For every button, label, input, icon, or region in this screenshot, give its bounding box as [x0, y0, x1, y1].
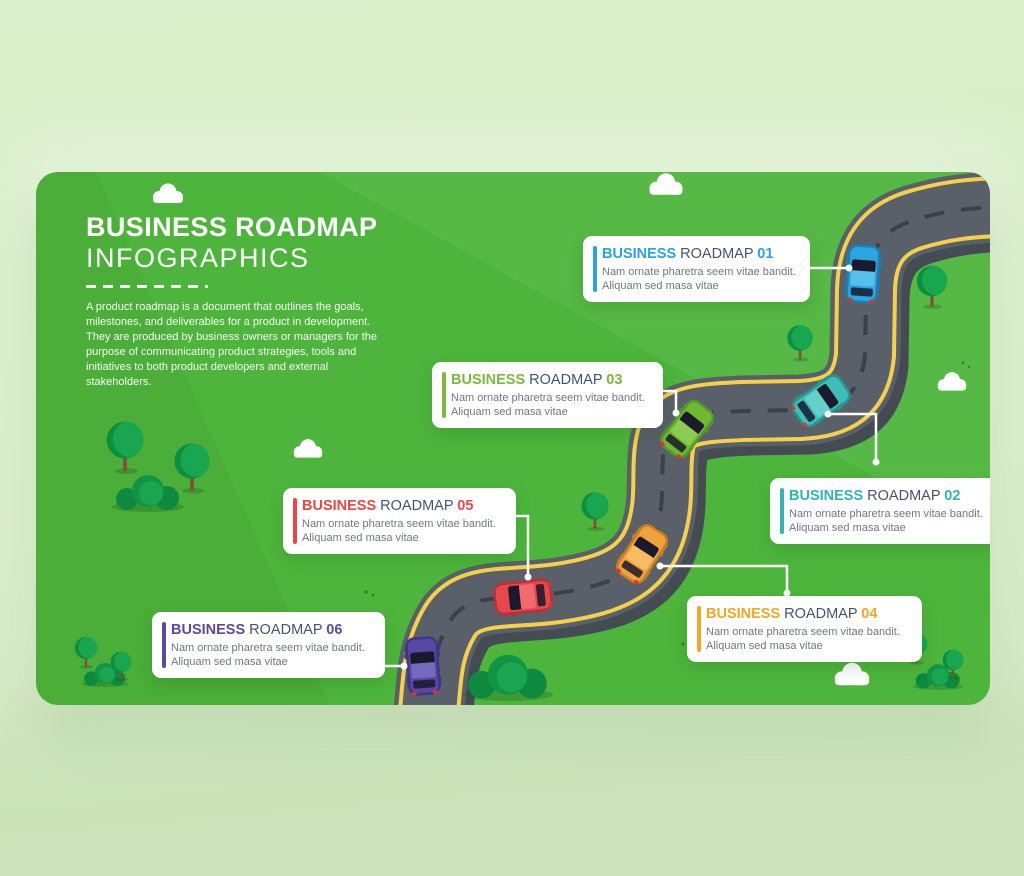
milestone-body: Nam ornate pharetra seem vitae bandit. A… [171, 642, 365, 668]
accent-bar [293, 498, 297, 544]
page-description: A product roadmap is a document that out… [86, 301, 378, 388]
accent-bar [593, 246, 597, 292]
milestone-brand: BUSINESS [171, 622, 246, 638]
milestone-body: Nam ornate pharetra seem vitae bandit. A… [602, 266, 796, 292]
milestone-card-06: BUSINESS ROADMAP 06 Nam ornate pharetra … [152, 612, 385, 678]
cars-layer [404, 244, 882, 696]
milestone-card-01: BUSINESS ROADMAP 01 Nam ornate pharetra … [583, 236, 810, 302]
milestone-card-05: BUSINESS ROADMAP 05 Nam ornate pharetra … [283, 488, 516, 554]
milestone-label: ROADMAP [867, 488, 941, 504]
milestone-brand: BUSINESS [706, 606, 781, 622]
milestone-title: BUSINESS ROADMAP 04 [706, 605, 910, 623]
milestone-number: 05 [457, 498, 474, 514]
milestone-number: 03 [606, 372, 623, 388]
accent-bar [442, 372, 446, 418]
car-milestone-01-blue-icon [844, 244, 882, 304]
milestone-brand: BUSINESS [602, 246, 677, 262]
car-milestone-03-green-icon [659, 399, 715, 459]
tree-icon [581, 492, 613, 532]
milestone-label: ROADMAP [784, 606, 858, 622]
car-milestone-04-orange-icon [615, 524, 669, 585]
milestone-body: Nam ornate pharetra seem vitae bandit. A… [302, 518, 496, 544]
car-milestone-05-red-icon [493, 578, 553, 617]
milestone-number: 01 [757, 246, 774, 262]
milestone-body: Nam ornate pharetra seem vitae bandit. A… [706, 626, 900, 652]
milestone-brand: BUSINESS [302, 498, 377, 514]
accent-bar [162, 622, 166, 668]
cloud-icon [293, 439, 323, 458]
intro-block: BUSINESS ROADMAP INFOGRAPHICS A product … [86, 212, 396, 390]
cloud-icon [153, 183, 183, 203]
milestone-title: BUSINESS ROADMAP 01 [602, 245, 798, 263]
milestone-body: Nam ornate pharetra seem vitae bandit. A… [789, 508, 983, 534]
milestone-brand: BUSINESS [451, 372, 526, 388]
dashed-divider [86, 285, 208, 288]
cloud-icon [834, 662, 870, 686]
milestone-label: ROADMAP [680, 246, 754, 262]
page-subtitle: INFOGRAPHICS [86, 243, 310, 273]
milestone-number: 02 [944, 488, 961, 504]
milestone-number: 06 [326, 622, 343, 638]
accent-bar [780, 488, 784, 534]
accent-bar [697, 606, 701, 652]
milestone-card-04: BUSINESS ROADMAP 04 Nam ornate pharetra … [687, 596, 922, 662]
infographic-board: BUSINESS ROADMAP INFOGRAPHICS A product … [36, 172, 990, 705]
car-milestone-02-teal-icon [790, 374, 851, 428]
milestone-label: ROADMAP [380, 498, 454, 514]
milestone-brand: BUSINESS [789, 488, 864, 504]
car-milestone-06-purple-icon [404, 636, 442, 696]
connector-line-2 [824, 410, 880, 466]
page-title: BUSINESS ROADMAP [86, 212, 378, 242]
connector-line-4 [656, 562, 791, 597]
milestone-label: ROADMAP [529, 372, 603, 388]
milestone-card-02: BUSINESS ROADMAP 02 Nam ornate pharetra … [770, 478, 990, 544]
milestone-label: ROADMAP [249, 622, 323, 638]
milestone-title: BUSINESS ROADMAP 05 [302, 497, 504, 515]
milestone-title: BUSINESS ROADMAP 02 [789, 487, 985, 505]
milestone-number: 04 [861, 606, 878, 622]
milestone-body: Nam ornate pharetra seem vitae bandit. A… [451, 392, 645, 418]
milestone-title: BUSINESS ROADMAP 03 [451, 371, 651, 389]
milestone-title: BUSINESS ROADMAP 06 [171, 621, 373, 639]
scene-canvas [36, 172, 990, 705]
milestone-card-03: BUSINESS ROADMAP 03 Nam ornate pharetra … [432, 362, 663, 428]
